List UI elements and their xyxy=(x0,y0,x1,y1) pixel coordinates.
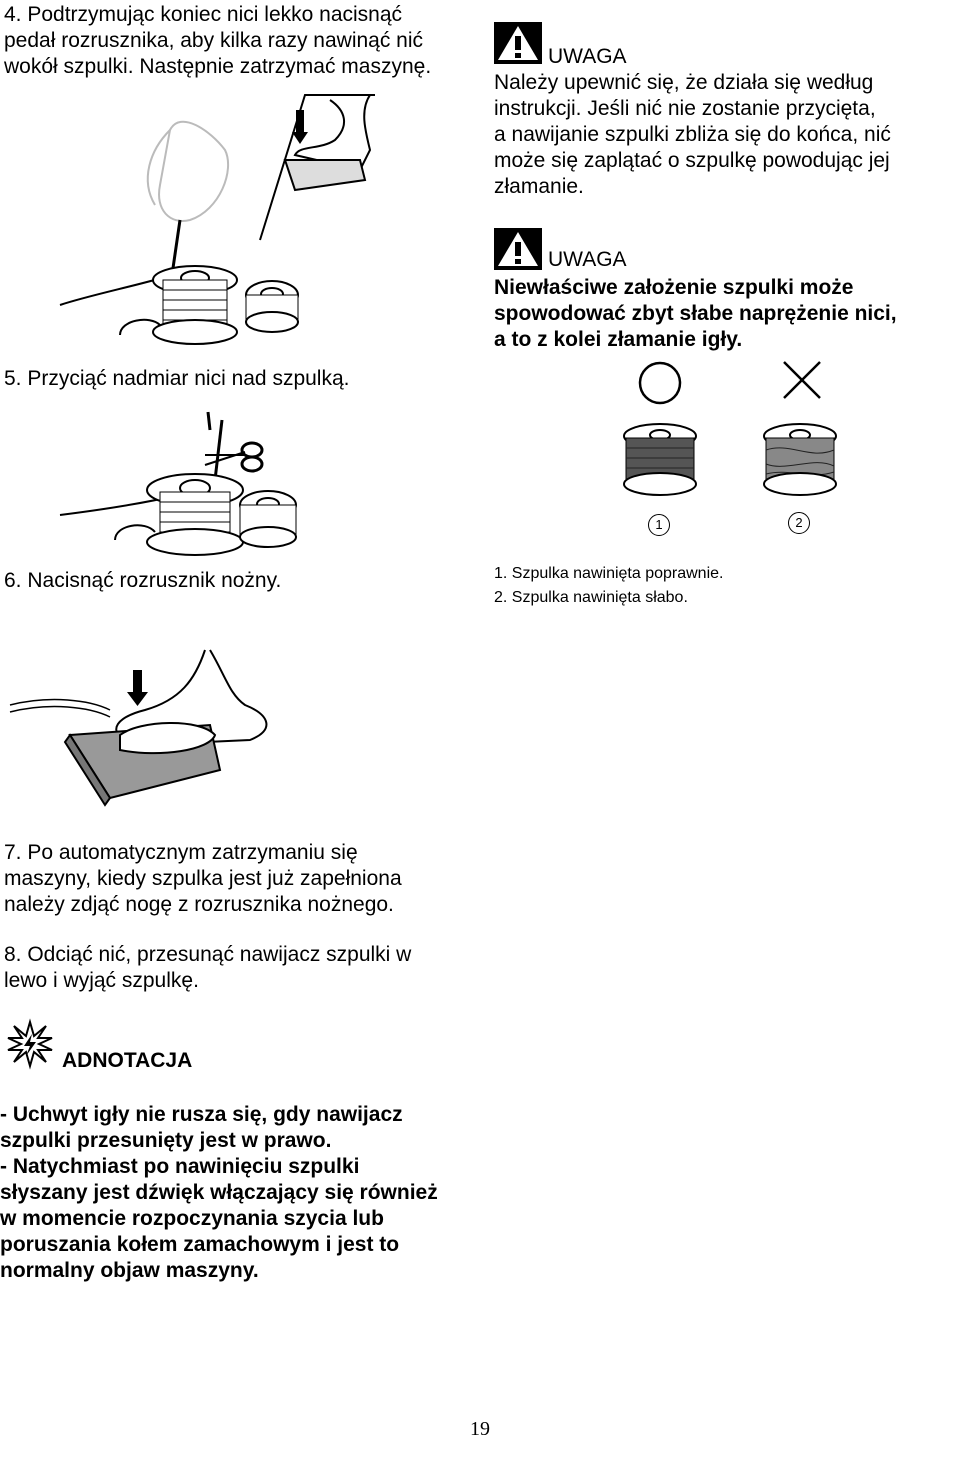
warning-icon xyxy=(494,228,542,270)
step-5-text: 5. Przyciąć nadmiar nici nad szpulką. xyxy=(4,367,350,390)
warning-2-title: UWAGA xyxy=(548,248,627,271)
step-4-text: 4. Podtrzymując koniec nici lekko nacisn… xyxy=(4,3,432,78)
step-6-text: 6. Nacisnąć rozrusznik nożny. xyxy=(4,569,282,592)
step-7-text: 7. Po automatycznym zatrzymaniu się masz… xyxy=(4,841,402,916)
bobbin-caption-2: 2. Szpulka nawinięta słabo. xyxy=(494,589,688,606)
bobbin-loose-illustration xyxy=(763,423,837,496)
step-8-text: 8. Odciąć nić, przesunąć nawijacz szpulk… xyxy=(4,943,412,992)
thread-cutting-illustration xyxy=(59,411,297,556)
cross-bad-icon xyxy=(783,361,821,399)
bobbin-number-1: 1 xyxy=(648,514,670,536)
page-number: 19 xyxy=(470,1418,490,1440)
note-burst-icon xyxy=(7,1018,53,1070)
circle-ok-icon xyxy=(638,361,682,405)
warning-2-body: Niewłaściwe założenie szpulki może spowo… xyxy=(494,276,897,351)
bobbin-number-2: 2 xyxy=(788,512,810,534)
note-body: - Uchwyt igły nie rusza się, gdy nawijac… xyxy=(0,1103,438,1282)
bobbin-caption-1: 1. Szpulka nawinięta poprawnie. xyxy=(494,565,724,582)
scissors-icon xyxy=(204,441,264,473)
warning-1-body: Należy upewnić się, że działa się według… xyxy=(494,71,891,198)
bobbin-winding-illustration xyxy=(59,94,375,345)
note-title: ADNOTACJA xyxy=(62,1049,193,1072)
foot-pedal-illustration xyxy=(9,649,268,807)
warning-icon xyxy=(494,22,542,64)
bobbin-correct-illustration xyxy=(623,423,697,496)
warning-1-title: UWAGA xyxy=(548,45,627,68)
